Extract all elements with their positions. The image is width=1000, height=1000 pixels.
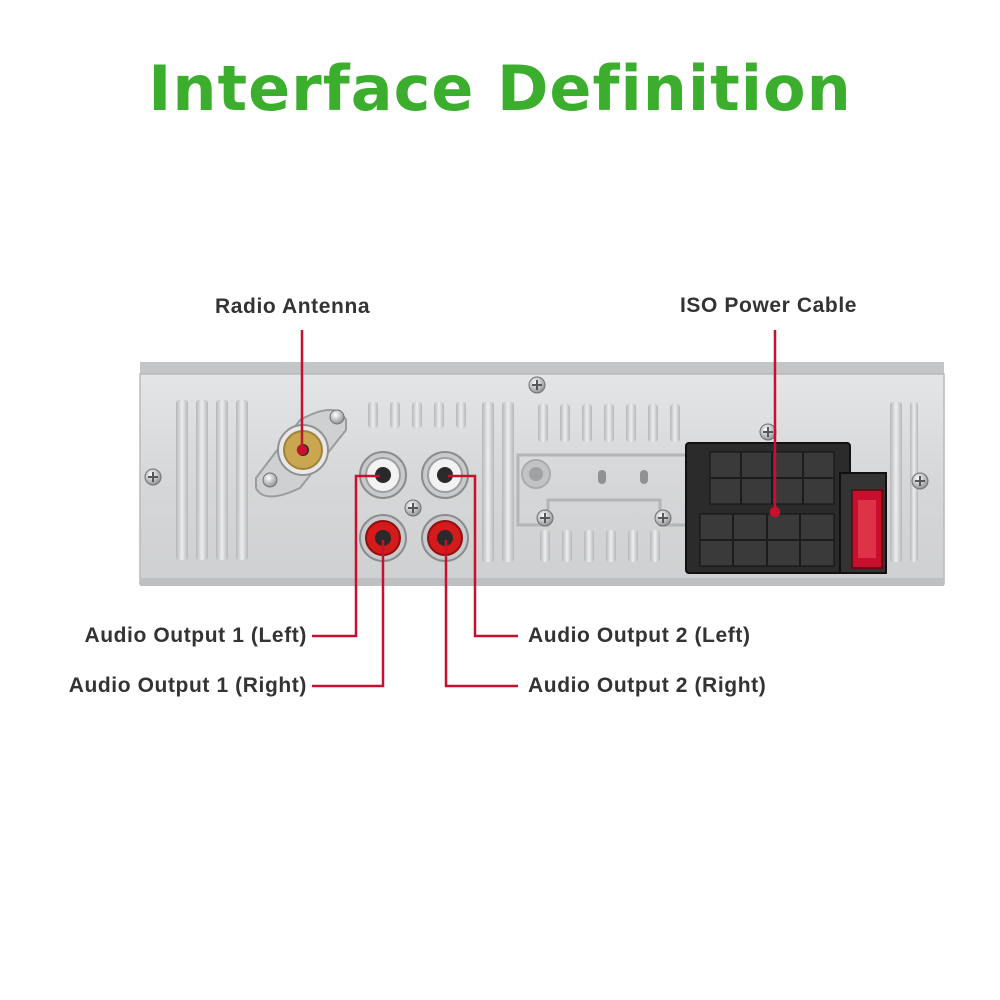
rib bbox=[412, 402, 422, 428]
slot bbox=[640, 470, 648, 484]
label-iso-power-cable: ISO Power Cable bbox=[680, 294, 858, 317]
rib bbox=[434, 402, 444, 428]
rib bbox=[648, 404, 658, 442]
rca-jack-output1-right bbox=[359, 514, 407, 562]
rib bbox=[390, 402, 400, 428]
rib bbox=[502, 402, 514, 562]
rib bbox=[582, 404, 592, 442]
slot bbox=[598, 470, 606, 484]
label-audio-output-1-left: Audio Output 1 (Left) bbox=[84, 624, 307, 647]
leader-audio-output-2-left bbox=[448, 474, 518, 638]
rib bbox=[236, 400, 248, 560]
leader-audio-output-1-right bbox=[312, 540, 385, 688]
iso-power-connector bbox=[685, 442, 887, 574]
rca-jacks bbox=[359, 451, 469, 562]
rib bbox=[538, 404, 548, 442]
chassis-bottom-edge bbox=[140, 578, 944, 586]
screw-icon bbox=[528, 376, 546, 394]
rib bbox=[196, 400, 208, 560]
screw-icon bbox=[654, 509, 672, 527]
leader-dot-iso bbox=[769, 506, 781, 518]
label-audio-output-2-left: Audio Output 2 (Left) bbox=[528, 624, 751, 647]
leader-audio-output-2-right bbox=[444, 540, 518, 688]
screw-icon bbox=[911, 472, 929, 490]
label-audio-output-2-right: Audio Output 2 (Right) bbox=[528, 674, 767, 697]
label-radio-antenna: Radio Antenna bbox=[215, 295, 371, 318]
rca-jack-output2-right bbox=[421, 514, 469, 562]
rib bbox=[628, 530, 638, 562]
leader-lines bbox=[296, 330, 781, 688]
rib bbox=[626, 404, 636, 442]
rib bbox=[606, 530, 616, 562]
flange-screw-icon bbox=[262, 472, 278, 488]
rib bbox=[890, 402, 902, 562]
screw-icon bbox=[144, 468, 162, 486]
rib bbox=[482, 402, 494, 562]
rib bbox=[368, 402, 378, 428]
rib bbox=[216, 400, 228, 560]
rib bbox=[540, 530, 550, 562]
leader-audio-output-1-left bbox=[312, 474, 380, 638]
rib bbox=[650, 530, 660, 562]
chassis-top-edge bbox=[140, 362, 944, 376]
rca-jack-output2-left bbox=[421, 451, 469, 499]
rib bbox=[562, 530, 572, 562]
label-audio-output-1-right: Audio Output 1 (Right) bbox=[68, 674, 307, 697]
screw-icon bbox=[404, 499, 422, 517]
flange-screw-icon bbox=[329, 409, 345, 425]
rca-jack-output1-left bbox=[359, 451, 407, 499]
rib bbox=[176, 400, 188, 560]
leader-dot-antenna bbox=[296, 444, 308, 456]
rib bbox=[560, 404, 570, 442]
rib bbox=[584, 530, 594, 562]
cooling-ribs bbox=[176, 400, 918, 562]
iso-pins bbox=[700, 452, 834, 566]
round-hole-inner bbox=[529, 467, 543, 481]
fuse-window bbox=[858, 500, 876, 558]
page-title: Interface Definition bbox=[148, 52, 852, 125]
rib bbox=[670, 404, 680, 442]
screw-icon bbox=[759, 423, 777, 441]
rib bbox=[456, 402, 466, 428]
screw-icon bbox=[536, 509, 554, 527]
screws bbox=[144, 376, 929, 527]
rib bbox=[604, 404, 614, 442]
